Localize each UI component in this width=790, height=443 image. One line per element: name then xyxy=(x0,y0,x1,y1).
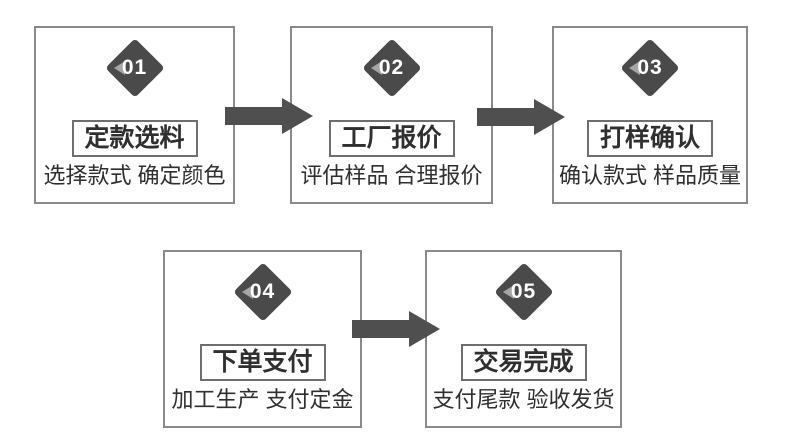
step-title: 下单支付 xyxy=(199,344,326,382)
step-number: 05 xyxy=(510,280,537,303)
step-subtitle: 评估样品 合理报价 xyxy=(300,163,483,188)
step-number-diamond: 05 xyxy=(493,262,554,322)
step-subtitle: 确认款式 样品质量 xyxy=(558,163,742,188)
step-title: 打样确认 xyxy=(586,120,714,158)
step-subtitle: 加工生产 支付定金 xyxy=(171,387,354,412)
diamond-wedge-icon xyxy=(241,285,253,299)
step-card-4: 04 下单支付 加工生产 支付定金 xyxy=(163,250,362,428)
step-number-diamond: 03 xyxy=(620,38,680,98)
diamond-wedge-icon xyxy=(502,285,514,299)
step-card-3: 03 打样确认 确认款式 样品质量 xyxy=(552,26,748,204)
step-number-diamond: 04 xyxy=(232,262,293,322)
step-subtitle: 选择款式 确定颜色 xyxy=(43,163,226,188)
step-card-5: 05 交易完成 支付尾款 验收发货 xyxy=(425,250,622,428)
step-subtitle: 支付尾款 验收发货 xyxy=(432,387,615,412)
step-number: 04 xyxy=(249,280,276,303)
arrow-right-icon xyxy=(225,98,313,134)
step-number: 01 xyxy=(121,56,148,79)
step-number-diamond: 01 xyxy=(104,38,165,98)
diamond-wedge-icon xyxy=(629,61,640,75)
step-card-2: 02 工厂报价 评估样品 合理报价 xyxy=(290,26,493,204)
arrow-right-icon xyxy=(352,311,440,347)
step-card-1: 01 定款选料 选择款式 确定颜色 xyxy=(34,26,235,204)
arrow-right-icon xyxy=(477,99,565,135)
step-title: 定款选料 xyxy=(71,120,198,158)
step-title: 工厂报价 xyxy=(328,120,455,158)
step-title: 交易完成 xyxy=(460,344,587,382)
diamond-wedge-icon xyxy=(113,61,125,75)
diamond-wedge-icon xyxy=(370,61,382,75)
step-number: 03 xyxy=(637,56,663,79)
step-number: 02 xyxy=(378,56,405,79)
step-number-diamond: 02 xyxy=(361,38,422,98)
